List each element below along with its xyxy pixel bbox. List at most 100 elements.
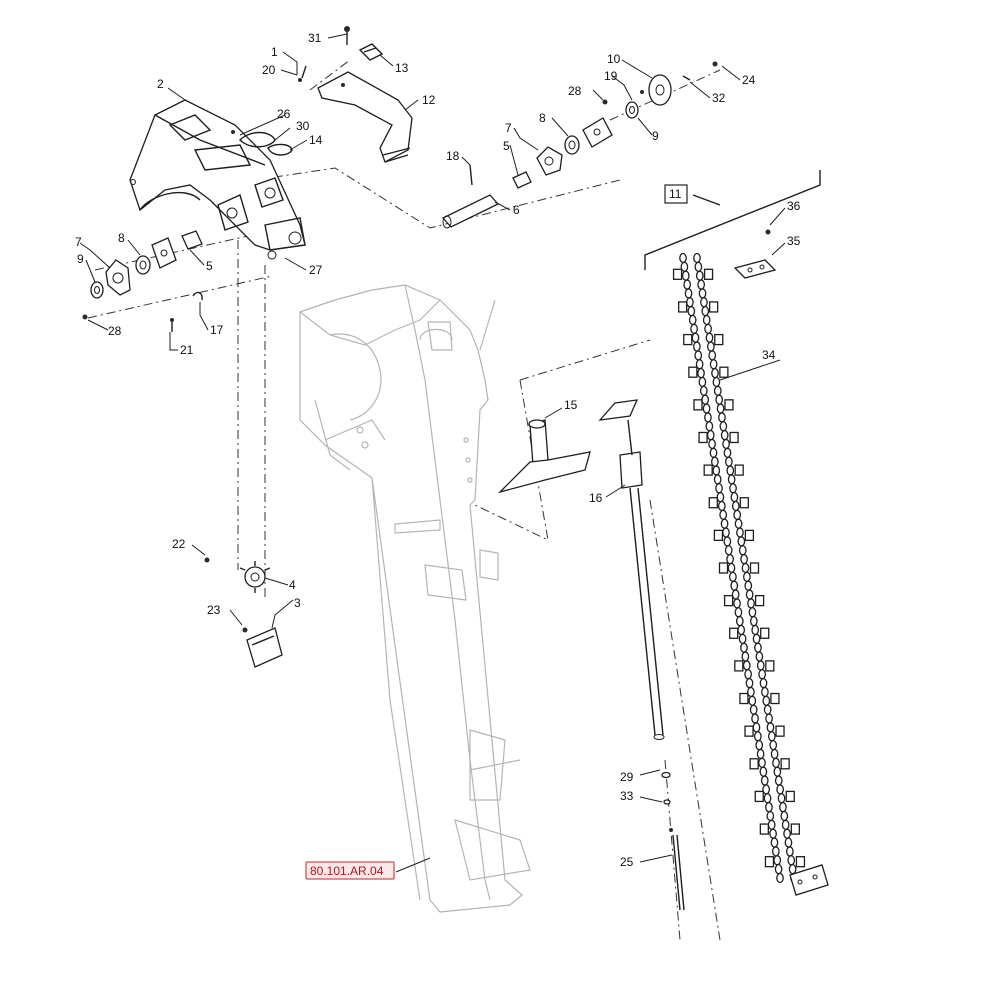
part-15-bracket	[497, 419, 591, 494]
part-11-bracket-line	[644, 170, 821, 270]
part-5-bushing-left-plate	[151, 230, 203, 269]
chain-link	[720, 518, 729, 529]
chain-link	[709, 359, 718, 370]
chain-flight	[739, 692, 749, 705]
callout-14: 14	[309, 133, 323, 147]
chain-link	[730, 491, 739, 503]
chain-flight	[754, 790, 764, 803]
chain-link	[774, 863, 783, 875]
chain-flight	[729, 431, 739, 444]
callout-5-left: 5	[206, 259, 213, 273]
callout-13: 13	[395, 61, 409, 75]
chain-flight	[764, 856, 775, 868]
chain-link	[758, 757, 766, 769]
chain-link	[708, 438, 716, 450]
chain-link	[688, 314, 697, 326]
chain-link	[756, 748, 765, 760]
chain-link	[719, 421, 728, 432]
chain-link	[713, 474, 722, 485]
chain-link	[762, 784, 770, 795]
callout-34: 34	[762, 348, 776, 362]
chain-link	[687, 305, 696, 317]
chain-link	[679, 252, 687, 264]
chain-link	[729, 571, 737, 583]
chain-link	[731, 589, 740, 600]
callout-19: 19	[604, 69, 618, 83]
chain-link	[736, 527, 744, 538]
part-5-bushing-right	[512, 171, 532, 189]
chain-link	[767, 819, 776, 831]
chain-link	[769, 739, 778, 751]
callout-4: 4	[289, 578, 296, 592]
chain-flight	[744, 529, 755, 542]
part-9-seal-right	[625, 101, 639, 119]
chain-link	[781, 819, 790, 831]
callout-1: 1	[271, 45, 278, 59]
part-29-33-25-hardware	[661, 771, 685, 911]
part-plate-right	[582, 117, 613, 148]
chain-link	[756, 660, 765, 671]
chain-link	[774, 775, 783, 786]
chain-link	[735, 615, 744, 627]
chain-link	[730, 580, 739, 591]
chain-link	[787, 855, 796, 866]
part-9-seal-left	[90, 281, 104, 299]
callout-11-box: 11	[664, 184, 688, 204]
reference-link[interactable]: 80.101.AR.04	[305, 861, 395, 880]
chain-link	[740, 553, 748, 565]
part-13-clip	[358, 43, 384, 61]
chain-link	[755, 651, 764, 662]
callout-29: 29	[620, 770, 634, 784]
chain-flight	[780, 758, 790, 770]
chain-flight	[734, 464, 744, 476]
chain-flight	[723, 594, 734, 607]
chain-link	[755, 739, 764, 751]
chain-link	[704, 323, 712, 335]
chain-flight	[719, 366, 729, 378]
part-8-bearing-right	[564, 135, 580, 155]
chain-link	[773, 766, 782, 777]
chain-flight	[765, 660, 775, 672]
callout-9-right: 9	[652, 129, 659, 143]
chain-flight	[683, 333, 693, 346]
chain-link	[780, 810, 789, 822]
callout-36: 36	[787, 199, 801, 213]
chain-link	[700, 297, 708, 308]
part-35-plate	[733, 259, 777, 279]
chain-flight	[703, 464, 713, 476]
chain-flight	[693, 399, 703, 411]
chain-link	[761, 686, 769, 698]
chain-link	[733, 598, 741, 609]
callout-10: 10	[607, 52, 621, 66]
reference-label[interactable]: 80.101.AR.04	[310, 864, 384, 878]
chain-link	[683, 279, 692, 290]
chain-flight	[708, 497, 718, 509]
callout-16: 16	[589, 491, 603, 505]
chain-flight	[718, 562, 729, 574]
chain-link	[705, 332, 714, 343]
chain-link	[765, 713, 773, 724]
chain-link	[770, 837, 779, 848]
chain-link	[718, 412, 726, 423]
chain-link	[769, 828, 777, 839]
callout-35: 35	[787, 234, 801, 248]
chain-link	[753, 731, 762, 742]
part-23-bolt	[242, 627, 248, 633]
chain-link	[767, 731, 776, 742]
chain-link	[701, 394, 710, 405]
chain-flight	[749, 758, 759, 770]
callout-32: 32	[712, 91, 726, 105]
part-18-key	[469, 164, 473, 186]
part-31-bolt	[344, 26, 350, 45]
callout-28-left: 28	[108, 324, 122, 338]
callout-24: 24	[742, 73, 756, 87]
chain-link	[776, 784, 784, 795]
callout-5-right: 5	[503, 139, 510, 153]
part-19-washer	[640, 90, 644, 94]
chain-link	[777, 793, 786, 804]
chain-link	[779, 801, 787, 813]
chain-flight	[703, 268, 714, 280]
chain-link	[726, 465, 735, 476]
chain-link	[705, 421, 714, 432]
part-10-sprocket-disc	[648, 74, 672, 106]
